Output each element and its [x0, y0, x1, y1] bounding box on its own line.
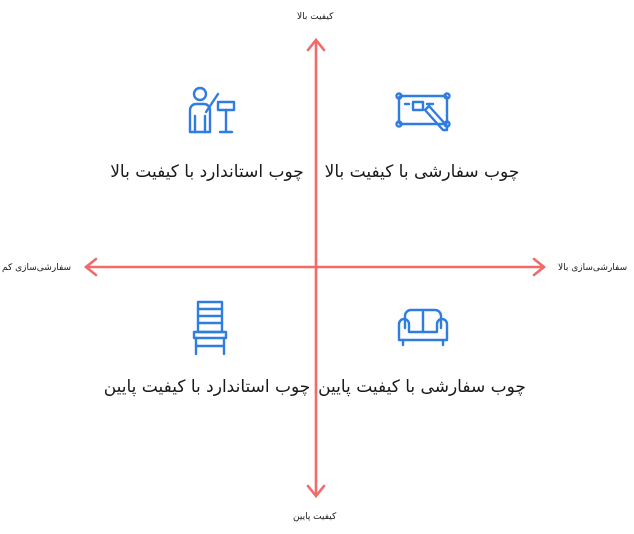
axis-label-top: کیفیت بالا: [297, 12, 334, 22]
arrow-top: [306, 37, 326, 52]
arrow-left: [83, 257, 98, 277]
arrow-bottom: [306, 484, 326, 499]
quadrant-text-bottom-left: چوب استاندارد با کیفیت پایین: [103, 377, 311, 397]
axis-label-right: سفارشی‌سازی بالا: [558, 263, 628, 273]
presenter-easel-icon: [188, 86, 236, 134]
quadrant-text-bottom-right: چوب سفارشی با کیفیت پایین: [318, 377, 526, 397]
blueprint-pencil-icon: [395, 92, 451, 132]
axes: [83, 37, 547, 499]
axis-label-left: سفارشی‌سازی کم: [2, 263, 72, 273]
quadrant-text-top-right: چوب سفارشی با کیفیت بالا: [324, 162, 520, 182]
arrow-right: [532, 257, 547, 277]
quadrant-text-top-left: چوب استاندارد با کیفیت بالا: [110, 162, 304, 182]
wooden-chair-icon: [192, 300, 228, 356]
axis-label-bottom: کیفیت پایین: [293, 512, 337, 522]
sofa-icon: [397, 308, 449, 347]
